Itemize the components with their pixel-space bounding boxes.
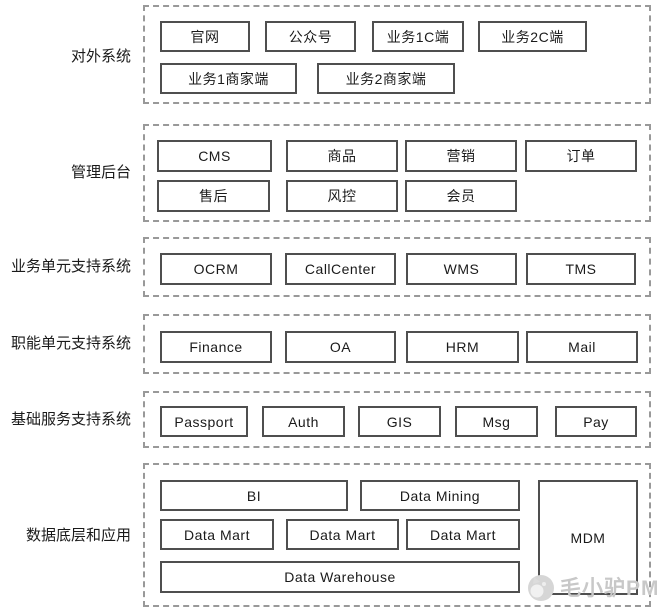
- system-box: 售后: [157, 180, 270, 212]
- system-box: CallCenter: [285, 253, 396, 285]
- system-box: 风控: [286, 180, 398, 212]
- system-box-mdm: MDM: [538, 480, 638, 595]
- section-label-base-service-support: 基础服务支持系统: [10, 411, 131, 428]
- system-box: GIS: [358, 406, 441, 437]
- system-box: 商品: [286, 140, 398, 172]
- system-box: BI: [160, 480, 348, 511]
- system-box: Data Mart: [286, 519, 399, 550]
- system-box: WMS: [406, 253, 517, 285]
- system-box: OA: [285, 331, 396, 363]
- system-box: Data Mining: [360, 480, 520, 511]
- system-box: 订单: [525, 140, 637, 172]
- watermark: 毛小驴PM: [525, 571, 657, 603]
- section-label-external-systems: 对外系统: [70, 48, 131, 65]
- section-label-functional-unit-support: 职能单元支持系统: [10, 335, 131, 352]
- system-box: 官网: [160, 21, 250, 52]
- system-box: 业务1C端: [372, 21, 464, 52]
- section-label-data-layer: 数据底层和应用: [25, 527, 131, 544]
- system-box: Data Mart: [406, 519, 520, 550]
- system-box: HRM: [406, 331, 519, 363]
- donkey-logo-icon: [525, 571, 557, 603]
- system-box: CMS: [157, 140, 272, 172]
- system-box: OCRM: [160, 253, 272, 285]
- system-box: TMS: [526, 253, 636, 285]
- section-label-admin-backend: 管理后台: [70, 164, 131, 181]
- system-box: Finance: [160, 331, 272, 363]
- section-admin-backend: CMS 商品营销订单售后风控会员: [143, 124, 651, 222]
- system-box: 会员: [405, 180, 517, 212]
- system-box: 业务2商家端: [317, 63, 455, 94]
- system-box: 营销: [405, 140, 517, 172]
- system-box: 业务2C端: [478, 21, 587, 52]
- system-box: Pay: [555, 406, 637, 437]
- section-external-systems: 官网公众号业务1C端业务2C端业务1商家端业务2商家端: [143, 5, 651, 104]
- section-business-unit-support: OCRM CallCenter WMS TMS: [143, 237, 651, 297]
- system-box: 业务1商家端: [160, 63, 297, 94]
- system-box: 公众号: [265, 21, 356, 52]
- system-box: Data Warehouse: [160, 561, 520, 593]
- section-label-business-unit-support: 业务单元支持系统: [10, 258, 131, 275]
- system-box: Msg: [455, 406, 538, 437]
- system-box: Mail: [526, 331, 638, 363]
- system-box: Passport: [160, 406, 248, 437]
- system-box: Data Mart: [160, 519, 274, 550]
- system-box: Auth: [262, 406, 345, 437]
- section-base-service-support: Passport Auth GIS Msg Pay: [143, 391, 651, 448]
- watermark-text: 毛小驴PM: [560, 577, 657, 600]
